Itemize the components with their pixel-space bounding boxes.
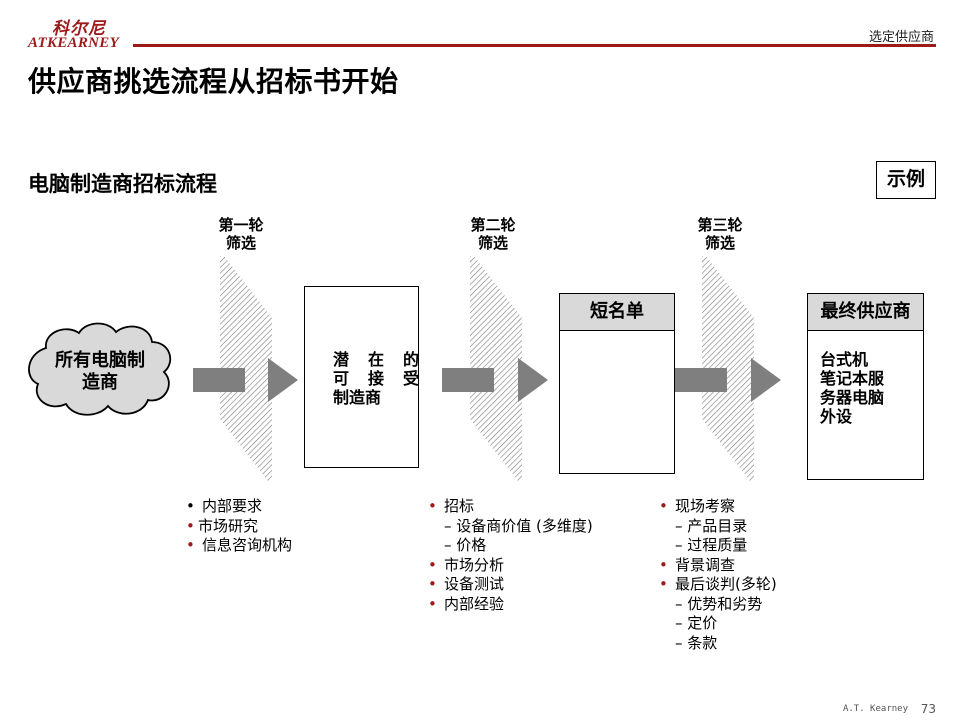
arrow-2-head-icon: [518, 358, 548, 402]
criteria-list-1: •内部要求 •市场研究 •信息咨询机构: [186, 497, 292, 556]
arrow-3-head-icon: [751, 358, 781, 402]
page-number: 73: [920, 702, 936, 716]
list-subitem: – 设备商价值 (多维度): [444, 516, 593, 535]
list-subitem: – 定价: [675, 614, 718, 632]
filter-screen-2: [470, 256, 522, 481]
final-item: 外设: [820, 407, 853, 426]
criteria-list-2: •招标 – 设备商价值 (多维度) – 价格 •市场分析 •设备测试 •内部经验: [428, 497, 593, 614]
logo-english: ATKEARNEY: [28, 35, 120, 51]
list-item: •设备测试: [428, 575, 505, 593]
header-rule: [133, 44, 936, 47]
arrow-1-head-icon: [268, 358, 298, 402]
arrow-2-shaft: [442, 368, 494, 392]
arrow-3-shaft: [675, 368, 727, 392]
logo-chinese: 科尔尼: [52, 19, 106, 39]
shortlist-title: 短名单: [560, 294, 674, 331]
potential-manufacturers-box: 潜 在 的 可 接 受 制造商: [304, 286, 419, 468]
screen-label-2: 第二轮 筛选: [470, 216, 516, 252]
cloud-label: 所有电脑制 造商: [55, 350, 145, 393]
page-title: 供应商挑选流程从招标书开始: [28, 65, 399, 98]
final-item: 笔记本服: [820, 369, 885, 388]
example-badge: 示例: [876, 161, 936, 199]
list-item: •市场研究: [186, 516, 259, 535]
footer-company: A.T. Kearney: [842, 704, 908, 714]
screen-label-3: 第三轮 筛选: [697, 216, 743, 252]
list-item: •内部要求: [186, 497, 263, 515]
final-item: 务器电脑: [820, 388, 885, 407]
list-subitem: – 产品目录: [675, 516, 748, 535]
filter-screen-1: [220, 256, 272, 481]
list-item: •信息咨询机构: [186, 536, 293, 554]
arrow-1-shaft: [193, 368, 245, 392]
list-item: •背景调查: [659, 555, 736, 574]
list-item: •现场考察: [659, 497, 736, 515]
list-subitem: – 过程质量: [675, 536, 748, 554]
final-suppliers-title: 最终供应商: [808, 294, 923, 331]
filter-screen-3: [702, 256, 754, 481]
diagram-subtitle: 电脑制造商招标流程: [28, 172, 217, 196]
list-item: •最后谈判(多轮): [659, 575, 777, 593]
list-item: •内部经验: [428, 594, 505, 613]
criteria-list-3: •现场考察 – 产品目录 – 过程质量 •背景调查 •最后谈判(多轮) – 优势…: [659, 497, 777, 653]
shortlist-box: 短名单: [559, 293, 675, 474]
final-suppliers-box: 最终供应商 台式机 笔记本服 务器电脑 外设: [807, 293, 924, 480]
final-item: 台式机: [820, 350, 869, 369]
list-subitem: – 价格: [444, 536, 487, 554]
list-subitem: – 优势和劣势: [675, 594, 763, 613]
all-manufacturers-cloud: [28, 322, 172, 416]
list-item: •市场分析: [428, 555, 505, 574]
list-subitem: – 条款: [675, 633, 718, 652]
list-item: •招标: [428, 497, 475, 515]
screen-label-1: 第一轮 筛选: [218, 216, 264, 252]
section-label: 选定供应商: [868, 30, 934, 45]
